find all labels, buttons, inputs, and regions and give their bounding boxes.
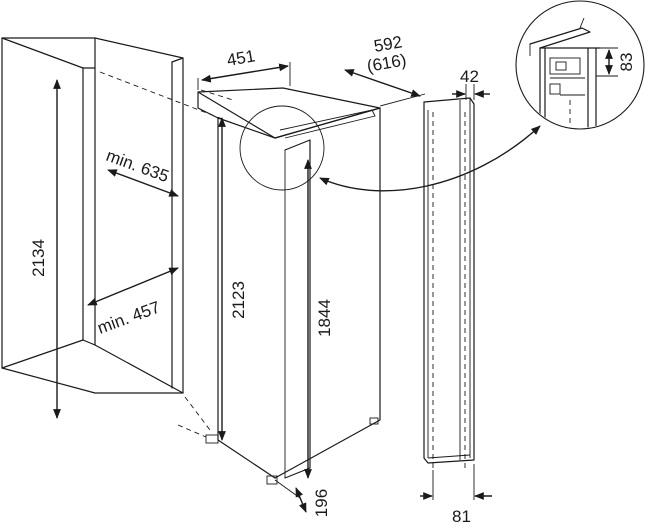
appliance-height-label: 2123 bbox=[229, 281, 248, 319]
door-profile bbox=[423, 97, 475, 470]
appliance-body bbox=[177, 87, 381, 485]
hinge-detail: 83 bbox=[515, 0, 645, 130]
door-offset-label: 81 bbox=[452, 507, 471, 526]
door-height-label: 1844 bbox=[315, 299, 334, 337]
appliance-height-dimension: 2123 bbox=[218, 117, 248, 441]
niche-width-label: min. 457 bbox=[95, 298, 163, 338]
detail-marker bbox=[239, 105, 541, 192]
appliance-depth-dimension: 451 bbox=[197, 46, 291, 90]
appliance-depth-label: 451 bbox=[225, 46, 256, 70]
niche-width-dimension: min. 457 bbox=[87, 267, 179, 338]
plinth-dimension: 196 bbox=[274, 479, 331, 517]
door-thickness-dimension: 42 bbox=[452, 67, 490, 100]
door-height-dimension: 1844 bbox=[304, 159, 334, 479]
niche-depth-dimension: min. 635 bbox=[104, 146, 179, 197]
niche-height-label: 2134 bbox=[29, 239, 48, 277]
plinth-label: 196 bbox=[312, 489, 331, 517]
niche-height-dimension: 2134 bbox=[29, 79, 61, 419]
hinge-height-label: 83 bbox=[617, 53, 636, 72]
appliance-width-alt-label: (616) bbox=[365, 50, 407, 76]
appliance-width-dimension: 592 (616) bbox=[344, 32, 426, 107]
niche-cabinet bbox=[1, 37, 226, 431]
door-offset-dimension: 81 bbox=[420, 464, 492, 526]
appliance-width-label: 592 bbox=[372, 32, 403, 56]
niche-depth-label: min. 635 bbox=[104, 146, 172, 186]
door-thickness-label: 42 bbox=[460, 67, 479, 86]
